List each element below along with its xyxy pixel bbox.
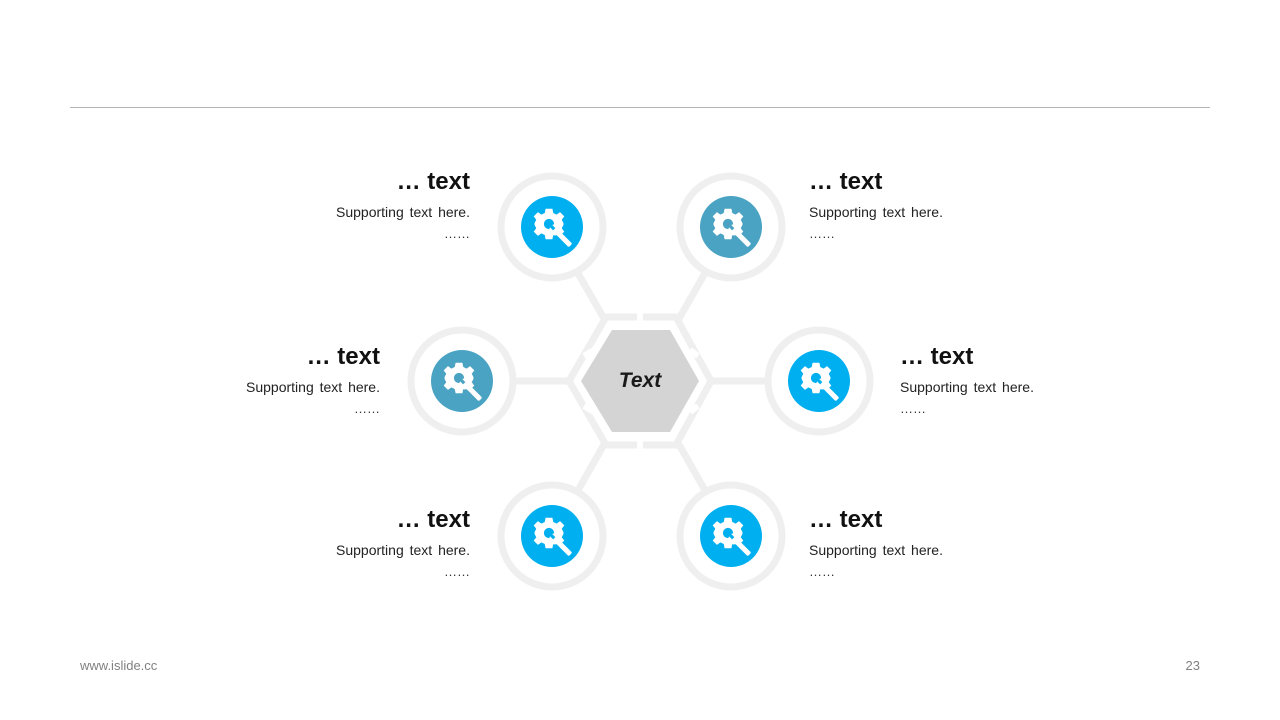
node-label-top-right: … text Supporting text here. …… bbox=[809, 168, 1069, 243]
footer-website[interactable]: www.islide.cc bbox=[80, 658, 158, 673]
page-number: 23 bbox=[1185, 658, 1200, 673]
node-supporting-text: Supporting text here. bbox=[809, 542, 943, 558]
node-label-top-left: … text Supporting text here. …… bbox=[210, 168, 470, 243]
node-title: … text bbox=[306, 343, 380, 370]
node-ellipsis: …… bbox=[444, 226, 470, 241]
node-label-mid-left: … text Supporting text here. …… bbox=[120, 343, 380, 418]
node-supporting-text: Supporting text here. bbox=[900, 379, 1034, 395]
node-ellipsis: …… bbox=[354, 401, 380, 416]
node-supporting-text: Supporting text here. bbox=[246, 379, 380, 395]
node-label-bottom-left: … text Supporting text here. …… bbox=[210, 506, 470, 581]
node-title: … text bbox=[900, 343, 974, 370]
node-supporting-text: Supporting text here. bbox=[336, 204, 470, 220]
center-label: Text bbox=[618, 369, 662, 392]
node-title: … text bbox=[809, 506, 883, 533]
node-ellipsis: …… bbox=[900, 401, 926, 416]
node-5 bbox=[497, 481, 607, 591]
node-ellipsis: …… bbox=[444, 564, 470, 579]
node-ellipsis: …… bbox=[809, 564, 835, 579]
node-supporting-text: Supporting text here. bbox=[336, 542, 470, 558]
center-hexagon bbox=[581, 330, 699, 432]
node-label-mid-right: … text Supporting text here. …… bbox=[900, 343, 1160, 418]
header-divider bbox=[70, 107, 1210, 108]
node-title: … text bbox=[396, 168, 470, 195]
node-title: … text bbox=[809, 168, 883, 195]
node-supporting-text: Supporting text here. bbox=[809, 204, 943, 220]
node-title: … text bbox=[396, 506, 470, 533]
node-6 bbox=[676, 481, 786, 591]
node-label-bottom-right: … text Supporting text here. …… bbox=[809, 506, 1069, 581]
hexagon-frame-gaps bbox=[582, 312, 700, 450]
node-2 bbox=[676, 172, 786, 282]
node-ellipsis: …… bbox=[809, 226, 835, 241]
node-4 bbox=[764, 326, 874, 436]
node-1 bbox=[497, 172, 607, 282]
node-3 bbox=[407, 326, 517, 436]
